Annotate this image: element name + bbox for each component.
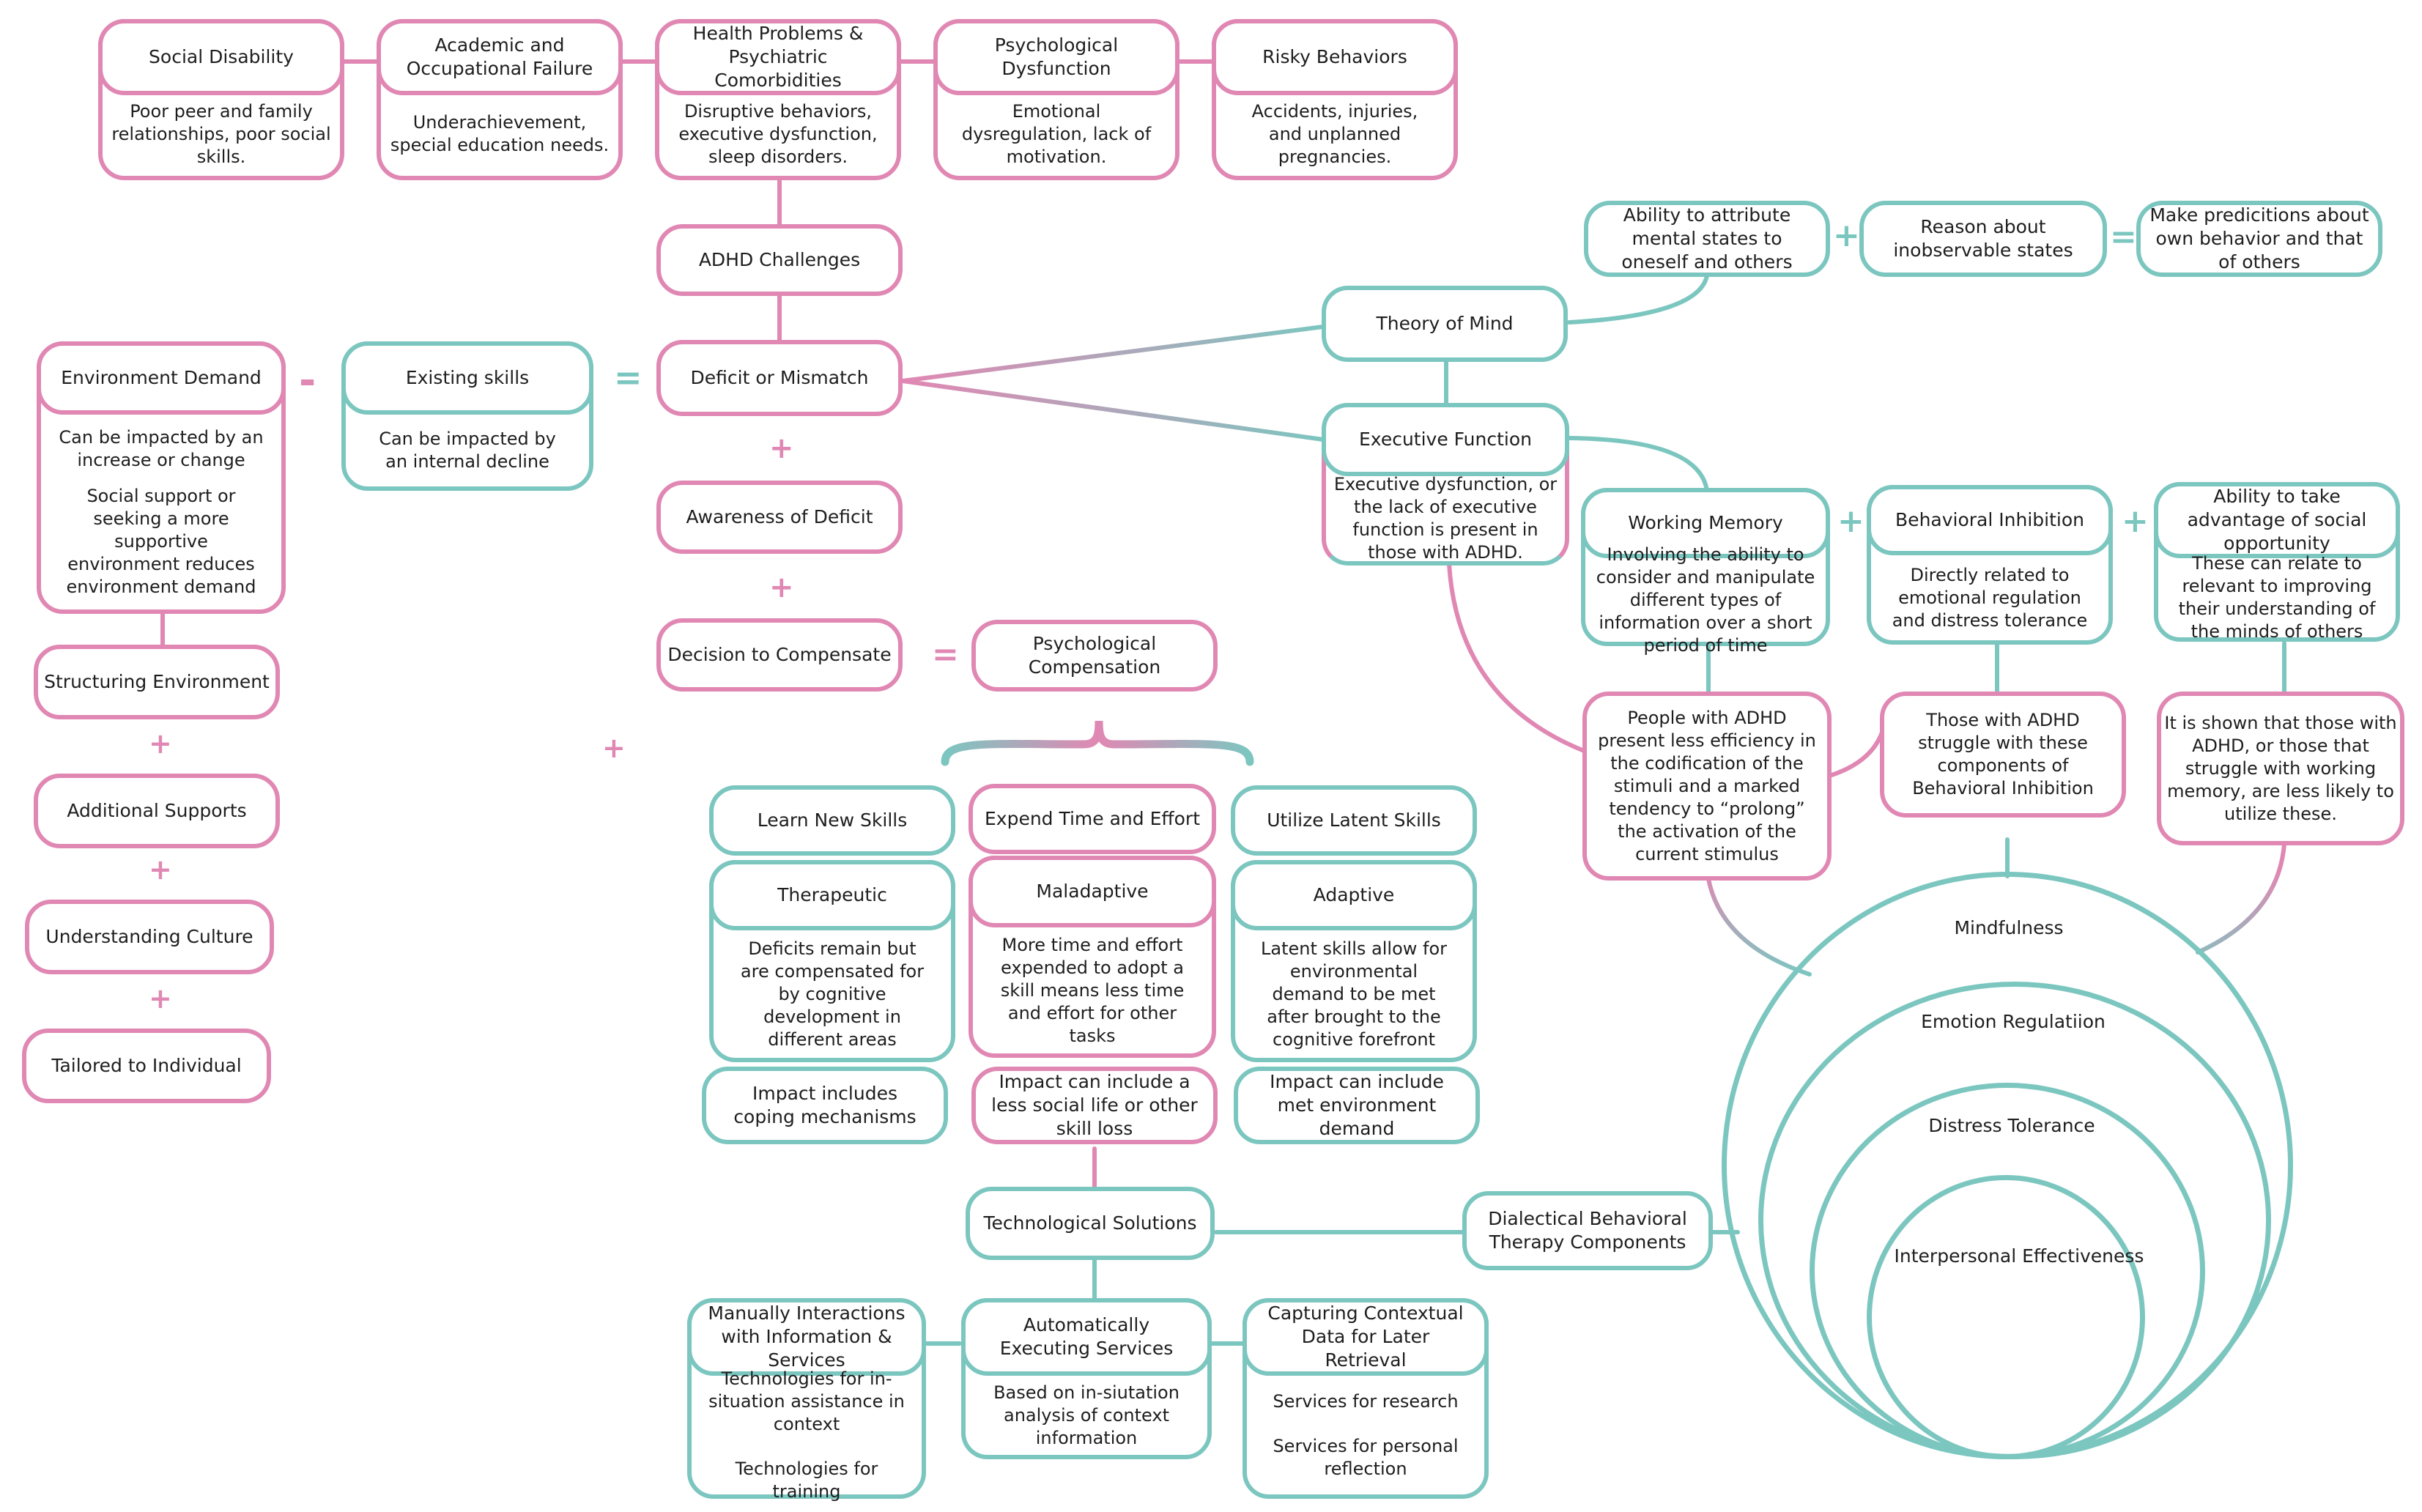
structuring-environment-node: Structuring Environment — [34, 645, 280, 719]
working-memory-desc: Involving the ability to consider and ma… — [1596, 544, 1815, 656]
contextual-capture-desc: Services for research Services for perso… — [1273, 1390, 1459, 1479]
deficit-node: Deficit or Mismatch — [656, 340, 903, 416]
psychological-compensation-node: Psychological Compensation — [971, 620, 1218, 692]
social-opportunity-node: Ability to take advantage of social oppo… — [2154, 482, 2400, 642]
maladaptive-title: Maladaptive — [969, 856, 1216, 927]
outcome-title: Psychological Dysfunction — [933, 19, 1179, 95]
tailored-to-individual-node: Tailored to Individual — [22, 1029, 271, 1103]
maladaptive-impact-node: Impact can include a less social life or… — [971, 1067, 1218, 1144]
behavioral-inhibition-title: Behavioral Inhibition — [1867, 485, 2113, 555]
expend-time-node: Expend Time and Effort — [969, 784, 1216, 854]
social-opportunity-desc: These can relate to relevant to improvin… — [2178, 553, 2376, 642]
working-memory-node: Working Memory Involving the ability to … — [1581, 488, 1830, 656]
maladaptive-desc: More time and effort expended to adopt a… — [1000, 934, 1185, 1046]
outcome-psychological-dysfunction: Psychological Dysfunction Emotional dysr… — [933, 19, 1179, 180]
dbt-label-interpersonal-effectiveness: Interpersonal Effectiveness — [1894, 1245, 2144, 1267]
outcome-academic-failure: Academic and Occupational Failure Undera… — [377, 19, 623, 180]
outcome-desc: Disruptive behaviors, executive dysfunct… — [678, 100, 878, 167]
minus-operator: - — [299, 357, 316, 404]
behavioral-inhibition-node: Behavioral Inhibition Directly related t… — [1867, 485, 2113, 645]
manual-interactions-title: Manually Interactions with Information &… — [687, 1298, 926, 1376]
working-memory-title: Working Memory — [1581, 488, 1830, 558]
outcome-health-problems: Health Problems & Psychiatric Comorbidit… — [655, 19, 901, 180]
utilize-latent-skills-node: Utilize Latent Skills — [1231, 785, 1477, 856]
executive-function-desc: Executive dysfunction, or the lack of ex… — [1333, 474, 1558, 563]
additional-supports-node: Additional Supports — [34, 774, 280, 848]
adaptive-impact-node: Impact can include met environment deman… — [1234, 1067, 1480, 1144]
automatic-services-desc: Based on in-siutation analysis of contex… — [993, 1382, 1179, 1448]
executive-function-node: Executive Function Executive dysfunction… — [1322, 403, 1569, 566]
plus-operator: + — [1833, 217, 1860, 254]
reason-inobservable-node: Reason about inobservable states — [1859, 201, 2107, 277]
contextual-capture-title: Capturing Contextual Data for Later Retr… — [1243, 1298, 1489, 1376]
working-memory-finding-node: People with ADHD present less efficiency… — [1582, 692, 1832, 881]
outcome-desc: Accidents, injuries, and unplanned pregn… — [1251, 100, 1418, 167]
social-opportunity-title: Ability to take advantage of social oppo… — [2154, 482, 2400, 558]
maladaptive-node: Maladaptive More time and effort expende… — [969, 856, 1216, 1058]
environment-demand-desc: Can be impacted by an increase or change… — [59, 427, 264, 597]
therapeutic-title: Therapeutic — [709, 860, 955, 930]
automatic-services-node: Automatically Executing Services Based o… — [961, 1298, 1212, 1459]
existing-skills-title: Existing skills — [341, 341, 593, 415]
attribute-mental-states-node: Ability to attribute mental states to on… — [1584, 201, 1830, 277]
plus-operator: + — [149, 982, 172, 1015]
manual-interactions-desc: Technologies for in-situation assistance… — [708, 1368, 905, 1502]
dbt-label-emotion-regulation: Emotion Regulatiion — [1921, 1011, 2106, 1032]
adhd-challenges-node: ADHD Challenges — [656, 224, 903, 296]
behavioral-inhibition-finding-node: Those with ADHD struggle with these comp… — [1880, 692, 2126, 818]
existing-skills-desc: Can be impacted by an internal decline — [379, 429, 556, 472]
plus-operator: + — [149, 727, 172, 760]
plus-operator: + — [602, 732, 626, 764]
contextual-capture-node: Capturing Contextual Data for Later Retr… — [1243, 1298, 1489, 1499]
dbt-circle-interpersonal-effectiveness — [1867, 1175, 2145, 1459]
therapeutic-node: Therapeutic Deficits remain but are comp… — [709, 860, 955, 1062]
equals-operator: = — [614, 357, 642, 397]
adaptive-desc: Latent skills allow for environmental de… — [1260, 938, 1448, 1050]
adaptive-node: Adaptive Latent skills allow for environ… — [1231, 860, 1477, 1062]
learn-new-skills-node: Learn New Skills — [709, 785, 955, 856]
executive-function-title: Executive Function — [1322, 403, 1569, 476]
plus-operator: + — [1837, 503, 1864, 540]
equals-operator: = — [932, 636, 959, 673]
existing-skills-node: Existing skills Can be impacted by an in… — [341, 341, 593, 491]
manual-interactions-node: Manually Interactions with Information &… — [687, 1298, 926, 1502]
awareness-node: Awareness of Deficit — [656, 481, 903, 554]
outcome-desc: Poor peer and family relationships, poor… — [111, 100, 331, 167]
outcome-title: Social Disability — [98, 19, 344, 95]
automatic-services-title: Automatically Executing Services — [961, 1298, 1212, 1376]
social-opportunity-finding-node: It is shown that those with ADHD, or tho… — [2157, 692, 2404, 845]
theory-of-mind-node: Theory of Mind — [1322, 286, 1568, 362]
environment-demand-title: Environment Demand — [37, 341, 286, 415]
dbt-label-mindfulness: Mindfulness — [1954, 917, 2064, 938]
dbt-label-distress-tolerance: Distress Tolerance — [1928, 1115, 2095, 1136]
behavioral-inhibition-desc: Directly related to emotional regulation… — [1892, 564, 2088, 631]
plus-operator: + — [149, 853, 172, 886]
understanding-culture-node: Understanding Culture — [25, 900, 274, 974]
plus-operator: + — [769, 431, 794, 465]
outcome-title: Risky Behaviors — [1212, 19, 1458, 95]
therapeutic-desc: Deficits remain but are compensated for … — [740, 938, 925, 1050]
environment-demand-node: Environment Demand Can be impacted by an… — [37, 341, 286, 614]
decision-node: Decision to Compensate — [656, 618, 903, 692]
dbt-components-node: Dialectical Behavioral Therapy Component… — [1462, 1191, 1713, 1270]
technological-solutions-node: Technological Solutions — [966, 1187, 1215, 1260]
outcome-title: Health Problems & Psychiatric Comorbidit… — [655, 19, 901, 95]
outcome-desc: Underachievement, special education need… — [390, 112, 610, 155]
make-predictions-node: Make predicitions about own behavior and… — [2136, 201, 2382, 277]
equals-operator: = — [2110, 218, 2137, 256]
outcome-title: Academic and Occupational Failure — [377, 19, 623, 95]
adaptive-title: Adaptive — [1231, 860, 1477, 930]
plus-operator: + — [2122, 503, 2149, 540]
outcome-desc: Emotional dysregulation, lack of motivat… — [961, 100, 1152, 167]
therapeutic-impact-node: Impact includes coping mechanisms — [702, 1067, 948, 1144]
outcome-social-disability: Social Disability Poor peer and family r… — [98, 19, 344, 180]
plus-operator: + — [769, 571, 794, 604]
outcome-risky-behaviors: Risky Behaviors Accidents, injuries, and… — [1212, 19, 1458, 180]
